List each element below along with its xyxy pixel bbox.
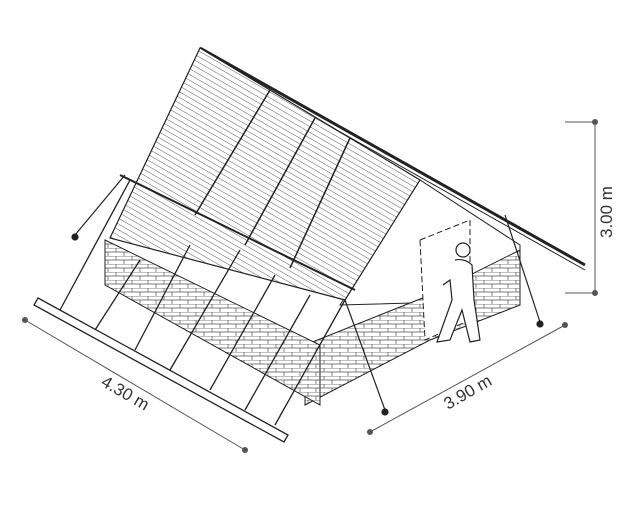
guy-ropes xyxy=(71,174,544,416)
dimension-lines xyxy=(22,119,598,453)
width-dimension-label: 3.90 m xyxy=(441,371,496,413)
ladder-frame xyxy=(33,179,346,443)
person-figure xyxy=(436,242,481,343)
height-dimension-label: 3.00 m xyxy=(597,186,616,238)
length-dimension-label: 4.30 m xyxy=(98,372,153,414)
ridge-beam xyxy=(199,46,586,267)
front-brick-wall xyxy=(104,239,321,406)
